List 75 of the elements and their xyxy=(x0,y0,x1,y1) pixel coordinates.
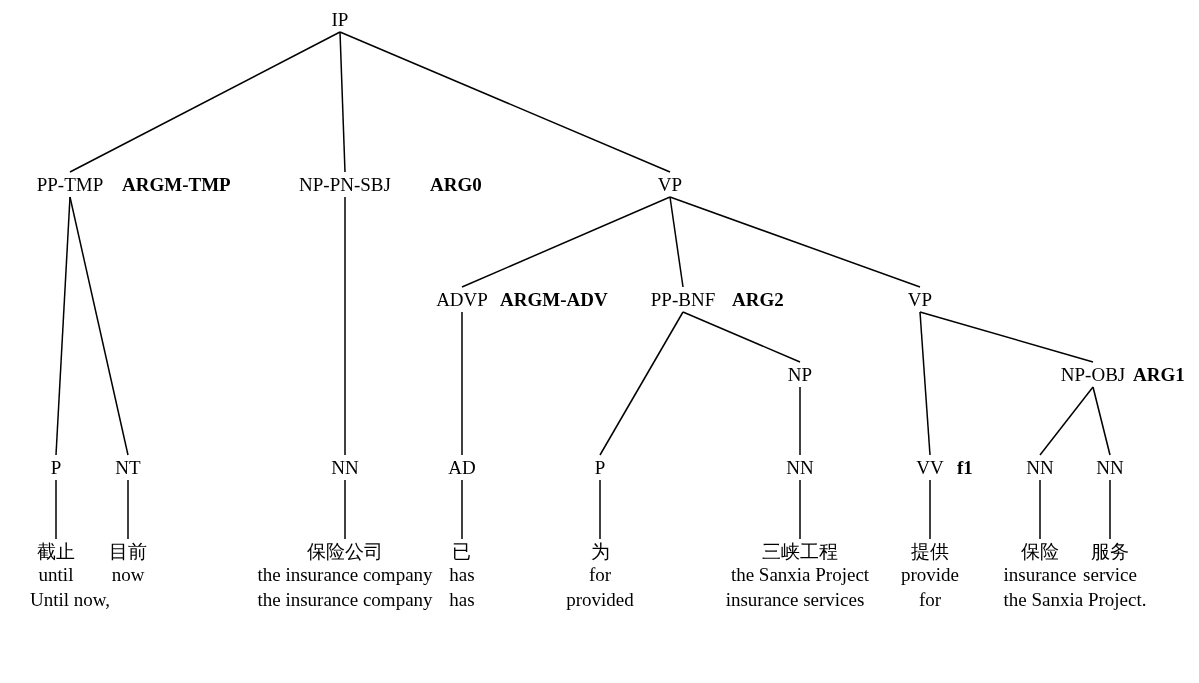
tree-branch xyxy=(682,311,801,363)
translation-text: has xyxy=(449,588,475,611)
translation-text: provided xyxy=(566,588,634,611)
tree-branch xyxy=(69,31,341,173)
tree-branch xyxy=(919,311,931,456)
category-label: PP-TMP xyxy=(36,173,104,196)
gloss-text: for xyxy=(588,563,612,586)
tree-branch xyxy=(599,479,601,540)
category-label: VV xyxy=(916,456,944,479)
word-text: 提供 xyxy=(910,540,950,563)
word-text: 保险 xyxy=(1020,540,1060,563)
tree-branch xyxy=(929,479,931,540)
word-text: 服务 xyxy=(1090,540,1130,563)
tree-branch xyxy=(919,311,1094,363)
translation-text: Until now, xyxy=(30,588,110,611)
role-label: ARGM-ADV xyxy=(500,288,608,311)
tree-branch xyxy=(339,31,346,173)
category-label: ADVP xyxy=(436,288,488,311)
tree-branch xyxy=(461,479,463,540)
tree-branch xyxy=(1109,479,1111,540)
gloss-text: until xyxy=(37,563,75,586)
tree-branch xyxy=(1092,386,1111,456)
category-label: AD xyxy=(448,456,476,479)
gloss-text: the Sanxia Project xyxy=(730,563,870,586)
word-text: 为 xyxy=(589,540,611,563)
tree-branch xyxy=(799,386,801,456)
role-label: ARG0 xyxy=(430,173,482,196)
gloss-text: has xyxy=(449,563,475,586)
category-label: NN xyxy=(786,456,814,479)
category-label: P xyxy=(50,456,62,479)
role-label: ARGM-TMP xyxy=(122,173,231,196)
tree-branch xyxy=(1039,386,1094,456)
role-label: ARG1 xyxy=(1133,363,1185,386)
category-label: IP xyxy=(331,8,349,31)
translation-text: the insurance company xyxy=(257,588,433,611)
tree-branch xyxy=(69,196,129,456)
category-label: NP xyxy=(787,363,813,386)
category-label: NP-OBJ xyxy=(1060,363,1126,386)
category-label: NT xyxy=(115,456,141,479)
category-label: NN xyxy=(1026,456,1054,479)
tree-branch xyxy=(339,31,671,173)
category-label: NN xyxy=(1096,456,1124,479)
gloss-text: the insurance company xyxy=(257,563,433,586)
tree-branch xyxy=(344,479,346,540)
word-text: 已 xyxy=(451,540,473,563)
category-label: PP-BNF xyxy=(650,288,716,311)
gloss-text: insurance xyxy=(1003,563,1077,586)
translation-text: insurance services xyxy=(725,588,865,611)
category-label: NP-PN-SBJ xyxy=(299,173,391,196)
translation-text: for xyxy=(918,588,942,611)
tree-branch xyxy=(669,196,684,288)
gloss-text: now xyxy=(110,563,146,586)
word-text: 三峡工程 xyxy=(761,540,839,563)
role-label: f1 xyxy=(957,456,973,479)
category-label: NN xyxy=(331,456,359,479)
tree-branch xyxy=(461,311,463,456)
word-text: 截止 xyxy=(37,540,75,563)
translation-text: the Sanxia Project. xyxy=(1003,588,1147,611)
category-label: P xyxy=(594,456,606,479)
tree-branch xyxy=(461,196,671,288)
tree-branch xyxy=(1039,479,1041,540)
gloss-text: service xyxy=(1083,563,1137,586)
word-text: 目前 xyxy=(109,540,147,563)
word-text: 保险公司 xyxy=(306,540,384,563)
tree-branch xyxy=(127,479,129,540)
tree-branch xyxy=(669,196,921,288)
tree-branch xyxy=(55,196,71,456)
tree-branch xyxy=(344,196,346,456)
role-label: ARG2 xyxy=(732,288,784,311)
category-label: VP xyxy=(657,173,683,196)
gloss-text: provide xyxy=(901,563,959,586)
category-label: VP xyxy=(907,288,933,311)
tree-branch xyxy=(599,311,684,456)
tree-branch xyxy=(799,479,801,540)
tree-branch xyxy=(55,479,57,540)
